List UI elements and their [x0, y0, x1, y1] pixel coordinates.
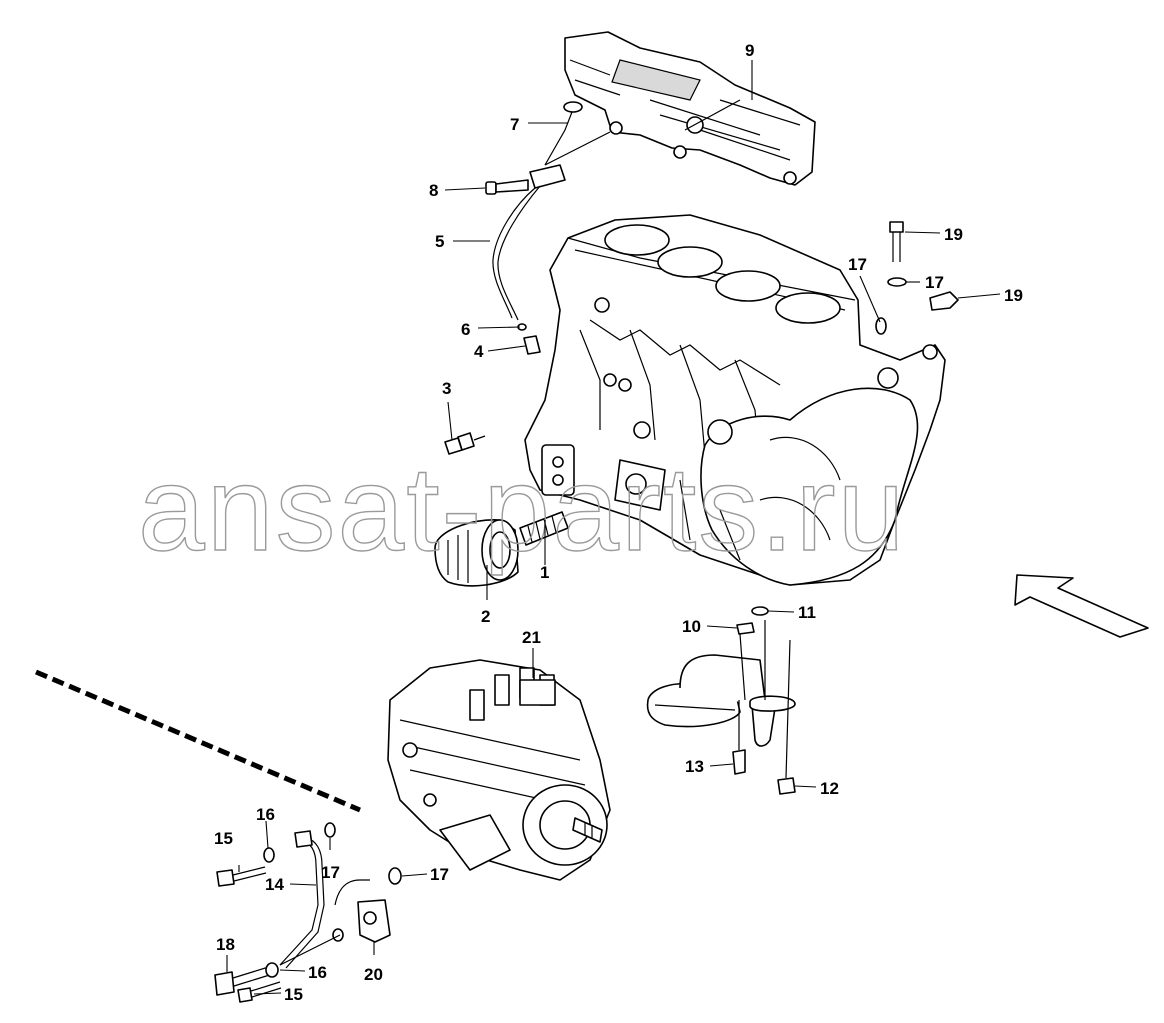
intake-manifold	[564, 31, 816, 186]
callout-17-pipe: 17	[321, 863, 340, 882]
callout-16-bottom: 16	[308, 963, 327, 982]
timing-cover-bolts	[875, 221, 959, 335]
callout-20: 20	[364, 965, 383, 984]
fuel-injection-pump	[387, 659, 611, 881]
callout-9: 9	[745, 41, 754, 60]
callout-17-pump: 17	[430, 865, 449, 884]
callout-12: 12	[820, 779, 839, 798]
callout-14: 14	[265, 875, 284, 894]
callout-5: 5	[435, 232, 444, 251]
dipstick-tube	[492, 131, 611, 321]
callout-labels: 1 2 3 4 5 6 7 8 9 10 11 12 13 14 15 15 1…	[214, 41, 1023, 1004]
callout-17-block-top: 17	[848, 255, 867, 274]
leader-lines	[226, 60, 1001, 995]
callout-4: 4	[474, 342, 484, 361]
oil-pickup-strainer	[646, 606, 796, 795]
callout-1: 1	[540, 563, 549, 582]
callout-15-top: 15	[214, 829, 233, 848]
oil-filter	[434, 519, 519, 587]
oil-filter-adapter	[519, 511, 569, 546]
callout-8: 8	[429, 181, 438, 200]
watermark: ansat-parts.ru	[138, 442, 906, 576]
callout-2: 2	[481, 607, 490, 626]
callout-13: 13	[685, 757, 704, 776]
callout-7: 7	[510, 115, 519, 134]
dipstick-bolt	[485, 179, 529, 195]
callout-3: 3	[442, 379, 451, 398]
callout-11: 11	[798, 603, 816, 622]
cylinder-block	[524, 214, 946, 586]
callout-16-top: 16	[256, 805, 275, 824]
oil-pressure-switch	[444, 432, 486, 455]
callout-6: 6	[461, 320, 470, 339]
callout-10: 10	[682, 617, 701, 636]
callout-19-right: 19	[1004, 286, 1023, 305]
callout-15-bottom: 15	[284, 985, 303, 1004]
callout-18: 18	[216, 935, 235, 954]
dipstick-seal-and-guide	[517, 323, 541, 355]
callout-21: 21	[522, 628, 541, 647]
view-direction-arrow	[1014, 574, 1149, 638]
callout-17-block-right: 17	[925, 273, 944, 292]
dashed-reference-line	[35, 669, 361, 813]
oil-dipstick	[544, 101, 583, 166]
callout-19-top: 19	[944, 225, 963, 244]
fuel-return-pipe	[214, 822, 402, 1003]
